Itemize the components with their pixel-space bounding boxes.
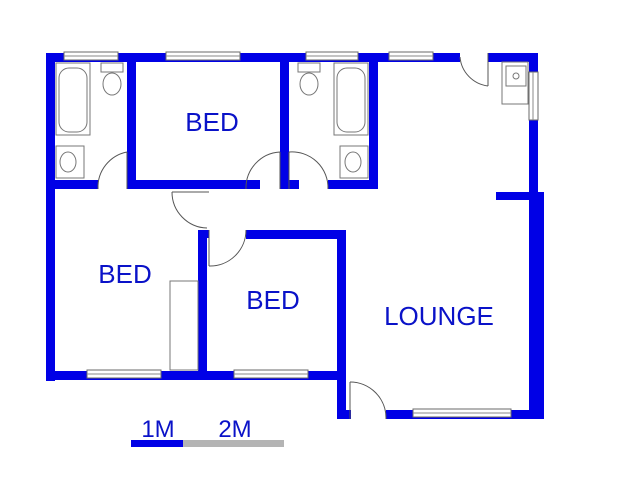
window-top-bath-left [63, 51, 119, 61]
toilet [100, 62, 124, 96]
scale-bar-segment-2 [183, 440, 284, 447]
bathroom-left-fixtures [55, 62, 124, 179]
window-bottom-lounge [412, 408, 512, 418]
window-bottom-bed-center [233, 369, 309, 379]
door-center-bed [208, 229, 247, 267]
wardrobe [169, 280, 199, 371]
room-label-bed-top: BED [185, 107, 238, 137]
door-left-bath [97, 151, 128, 190]
window-top-lounge [388, 51, 434, 61]
bathtub [55, 62, 91, 136]
room-label-lounge: LOUNGE [384, 301, 494, 331]
bathtub [333, 62, 369, 136]
scale-bar: 1M 2M [131, 416, 284, 447]
scale-label-2m: 2M [218, 416, 251, 443]
bathroom-right-fixtures [297, 62, 369, 179]
kitchen-sink [501, 61, 529, 105]
doors [97, 53, 489, 420]
door-lounge-top [459, 53, 489, 87]
toilet [297, 62, 321, 96]
window-top-bath-right [305, 51, 359, 61]
basin [339, 145, 369, 179]
window-top-bed [165, 51, 241, 61]
basin [55, 145, 85, 179]
scale-bar-segment-1 [131, 440, 183, 447]
room-label-bed-left: BED [98, 259, 151, 289]
window-right-kitchen [528, 71, 539, 121]
room-label-bed-center: BED [246, 285, 299, 315]
walls [46, 53, 544, 419]
window-bottom-bed-left [86, 369, 162, 379]
windows [63, 51, 539, 418]
door-entrance [349, 381, 387, 420]
door-left-bed [171, 191, 209, 229]
door-top-bed [245, 151, 281, 190]
door-right-bath [288, 151, 329, 190]
scale-label-1m: 1M [141, 416, 174, 443]
